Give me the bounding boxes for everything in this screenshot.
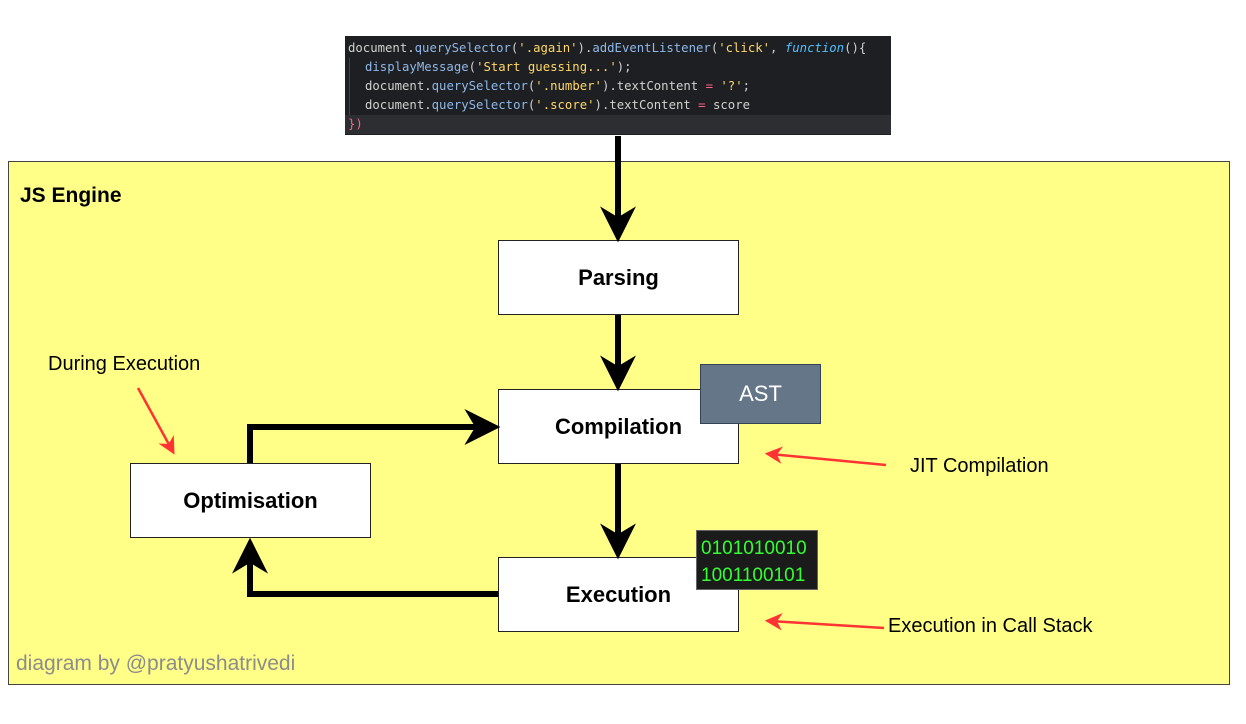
- code-token: textContent: [616, 79, 699, 93]
- code-token: '.score': [535, 98, 595, 112]
- ast-label: AST: [739, 381, 782, 406]
- code-token: =: [690, 98, 713, 112]
- jit-compilation-label: JIT Compilation: [910, 455, 1049, 477]
- code-token: .: [424, 79, 432, 93]
- binary-code-badge: 0101010010 1001100101: [696, 530, 818, 590]
- binary-line: 0101010010: [701, 538, 807, 559]
- code-token: addEventListener: [592, 41, 711, 55]
- code-token: ): [601, 79, 610, 93]
- execution-label: Execution: [565, 581, 672, 607]
- code-token: .: [407, 41, 415, 55]
- optimisation-label: Optimisation: [183, 487, 318, 513]
- indent-guide: [349, 77, 365, 96]
- code-token: (){: [844, 41, 867, 55]
- code-line: document.querySelector('.again').addEven…: [345, 39, 891, 58]
- parsing-box: Parsing: [498, 240, 739, 315]
- code-token: score: [713, 98, 751, 112]
- code-token: .: [609, 79, 617, 93]
- code-token: '?': [720, 79, 743, 93]
- during-execution-label: During Execution: [48, 353, 201, 375]
- binary-line: 1001100101: [701, 565, 806, 586]
- indent-guide: [349, 96, 365, 115]
- code-token: ): [577, 41, 585, 55]
- ast-badge: AST: [700, 364, 821, 424]
- code-token: .: [424, 98, 432, 112]
- compilation-box: Compilation: [498, 389, 739, 464]
- code-token: (: [710, 41, 719, 55]
- code-token: (: [510, 41, 519, 55]
- code-line: document.querySelector('.number').textCo…: [345, 77, 891, 96]
- indent-guide: [349, 58, 365, 77]
- code-token: (: [468, 60, 477, 74]
- engine-title: JS Engine: [20, 184, 122, 207]
- code-token: document: [365, 79, 425, 93]
- code-token: .: [584, 41, 593, 55]
- code-token: '.number': [535, 79, 602, 93]
- code-token: 'Start guessing...': [476, 60, 617, 74]
- code-token: querySelector: [431, 79, 528, 93]
- code-token: (: [527, 79, 536, 93]
- parsing-label: Parsing: [578, 264, 659, 290]
- code-line: displayMessage('Start guessing...');: [345, 58, 891, 77]
- code-token: displayMessage: [365, 60, 469, 74]
- diagram-credit: diagram by @pratyushatrivedi: [16, 652, 296, 675]
- code-token: 'click': [718, 41, 771, 55]
- code-token: function: [784, 41, 845, 55]
- code-token: ): [594, 98, 602, 112]
- code-token: .: [601, 98, 610, 112]
- code-token: ,: [770, 41, 785, 55]
- execution-call-stack-label: Execution in Call Stack: [888, 615, 1093, 637]
- code-line: }): [345, 115, 891, 134]
- code-token: =: [698, 79, 721, 93]
- code-token: '.again': [518, 41, 578, 55]
- code-token: querySelector: [431, 98, 528, 112]
- code-token: document: [365, 98, 425, 112]
- code-token: );: [616, 60, 632, 74]
- code-token: document: [348, 41, 408, 55]
- code-token: textContent: [609, 98, 691, 112]
- code-token: }): [348, 117, 363, 131]
- optimisation-box: Optimisation: [130, 463, 371, 538]
- code-token: ;: [742, 79, 751, 93]
- code-snippet: document.querySelector('.again').addEven…: [345, 36, 891, 135]
- code-line: document.querySelector('.score').textCon…: [345, 96, 891, 115]
- code-token: (: [527, 98, 536, 112]
- code-token: querySelector: [414, 41, 511, 55]
- compilation-label: Compilation: [554, 413, 683, 439]
